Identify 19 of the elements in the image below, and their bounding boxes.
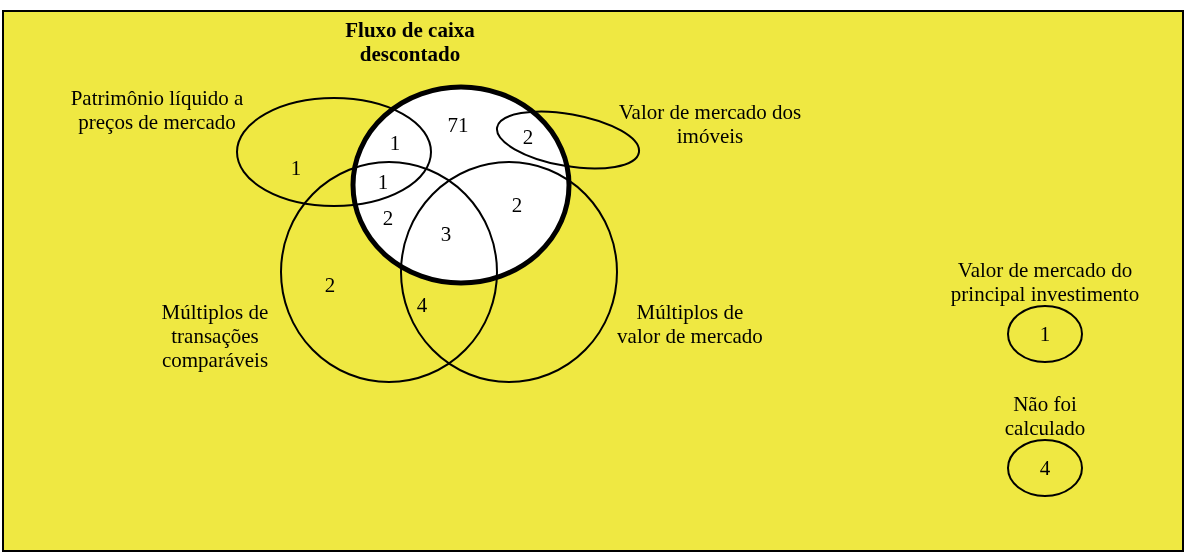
count-value: 2 [382, 207, 394, 229]
set-label: Não foi calculado [1003, 392, 1087, 440]
count-value: 2 [324, 274, 336, 296]
count-value: 4 [1039, 457, 1051, 479]
count-value: 2 [522, 126, 534, 148]
set-label: Fluxo de caixa descontado [344, 18, 476, 66]
count-value: 1 [1039, 323, 1051, 345]
set-label: Valor de mercado do principal investimento [949, 258, 1141, 306]
set-label: Patrimônio líquido a preços de mercado [69, 86, 245, 134]
count-value: 1 [377, 171, 389, 193]
count-value: 1 [290, 157, 302, 179]
count-value: 1 [389, 132, 401, 154]
set-label: Múltiplos de transações comparáveis [160, 300, 270, 372]
count-value: 2 [511, 194, 523, 216]
count-value: 4 [416, 294, 428, 316]
set-label: Valor de mercado dos imóveis [617, 100, 803, 148]
set-label: Múltiplos de valor de mercado [616, 300, 764, 348]
count-value: 71 [447, 114, 469, 136]
count-value: 3 [440, 223, 452, 245]
